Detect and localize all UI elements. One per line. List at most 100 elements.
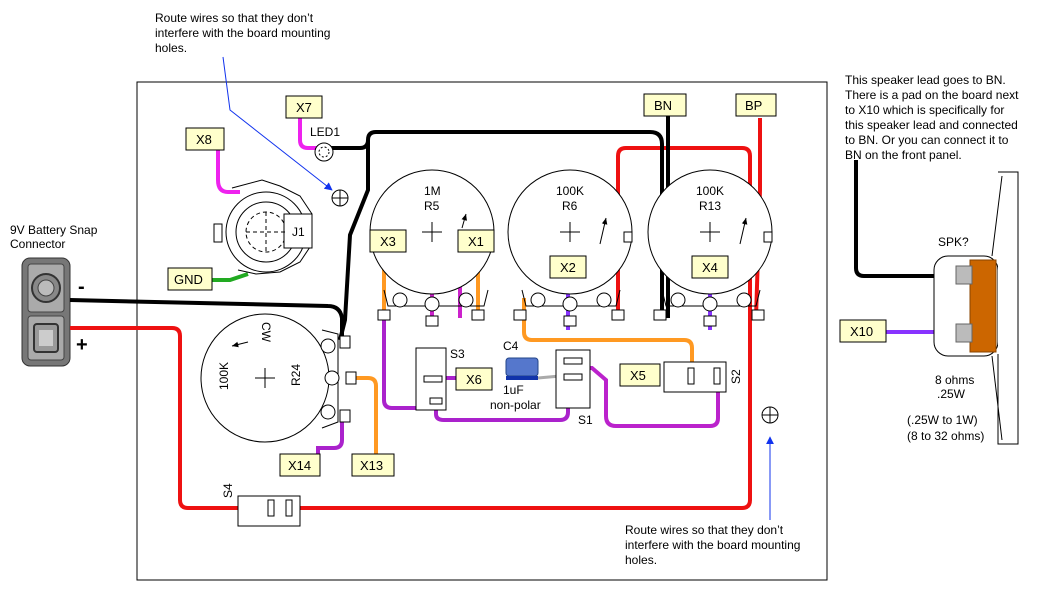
tag-x6-text: X6 [466, 372, 482, 387]
tag-x4: X4 [691, 255, 729, 279]
speaker: SPK? 8 ohms .25W (.25W to 1W) (8 to 32 o… [907, 171, 1019, 445]
tag-x4-text: X4 [702, 260, 718, 275]
speaker-line-2: .25W [937, 387, 966, 401]
tag-x7: X7 [285, 95, 323, 119]
r13-name: R13 [699, 199, 721, 213]
pot-r5: 1M R5 [369, 169, 495, 327]
tag-x14: X14 [279, 453, 321, 477]
mounting-hole-top [331, 189, 349, 207]
speaker-note-line-5: to BN. Or you can connect it to [845, 133, 1009, 147]
switch-s4: S4 [221, 483, 301, 527]
battery-title-line-2: Connector [10, 237, 65, 251]
tag-bn: BN [643, 93, 687, 117]
wire-red-main [70, 326, 282, 510]
top-note: Route wires so that they don’t interfere… [155, 11, 330, 55]
wire-purple-s2-s1 [578, 366, 720, 428]
switch-s1: S1 [555, 349, 593, 427]
r13-value: 100K [696, 184, 724, 198]
tag-x1-text: X1 [468, 234, 484, 249]
wire-purple-s3-s1 [434, 364, 570, 422]
speaker-note-line-6: BN on the front panel. [845, 148, 962, 162]
pot-r24: 100K R24 CW [200, 313, 357, 443]
tag-x10: X10 [839, 319, 887, 343]
c4-name: C4 [503, 339, 519, 353]
tag-x3: X3 [369, 229, 407, 253]
top-note-arrow [222, 56, 333, 191]
top-note-line-3: holes. [155, 41, 187, 55]
s2-label: S2 [729, 369, 743, 384]
tag-x5: X5 [619, 363, 661, 387]
s3-label: S3 [450, 347, 465, 361]
wire-magenta-x7 [298, 118, 326, 150]
wire-magenta-x8 [216, 150, 240, 194]
tag-x13-text: X13 [360, 458, 383, 473]
led1: LED1 [310, 125, 340, 162]
jack-j1: J1 [213, 179, 313, 275]
switch-s3: S3 [415, 347, 465, 411]
tag-gnd-text: GND [174, 272, 203, 287]
tag-x7-text: X7 [296, 100, 312, 115]
switch-s2: S2 [663, 361, 743, 393]
tag-x14-text: X14 [288, 458, 311, 473]
speaker-note-line-4: this speaker lead and connected [845, 118, 1018, 132]
tag-x1: X1 [457, 229, 495, 253]
r6-name: R6 [562, 199, 578, 213]
tag-x5-text: X5 [630, 368, 646, 383]
tag-x2-text: X2 [560, 260, 576, 275]
r24-value: 100K [217, 362, 231, 390]
wire-red-bp [754, 118, 762, 319]
capacitor-c4: C4 1uF non-polar [490, 339, 541, 412]
r5-value: 1M [424, 184, 441, 198]
pot-r13: 100K R13 [647, 169, 773, 327]
tag-x8: X8 [185, 127, 225, 151]
top-note-line-2: interfere with the board mounting [155, 26, 330, 40]
battery-minus-sign: - [78, 276, 85, 298]
led1-label: LED1 [310, 125, 340, 139]
tag-x2: X2 [549, 255, 587, 279]
tag-bp: BP [735, 93, 777, 117]
speaker-line-5: (8 to 32 ohms) [907, 429, 984, 443]
tag-x3-text: X3 [380, 234, 396, 249]
c4-value: 1uF [503, 383, 524, 397]
bottom-note-line-1: Route wires so that they don’t [625, 523, 784, 537]
wire-red-loop [272, 146, 752, 510]
tag-x8-text: X8 [196, 132, 212, 147]
tag-x10-text: X10 [850, 324, 873, 339]
tag-bn-text: BN [654, 98, 672, 113]
wire-green-gnd [212, 272, 249, 282]
wire-black-top [328, 130, 664, 318]
wire-orange-c4-s2 [522, 298, 694, 380]
battery-snap: 9V Battery Snap Connector - + [10, 223, 98, 367]
tag-x13: X13 [351, 453, 395, 477]
speaker-line-1: 8 ohms [935, 373, 974, 387]
wire-black-r5 [338, 140, 370, 341]
wire-orange-r24-x13 [356, 376, 378, 456]
speaker-note-line-3: to X10 which is specifically for [845, 103, 1004, 117]
pot-r6: 100K R6 [507, 169, 633, 327]
s1-label: S1 [578, 413, 593, 427]
speaker-line-4: (.25W to 1W) [907, 413, 978, 427]
tag-x6: X6 [455, 367, 493, 391]
bottom-note-line-2: interfere with the board mounting [625, 538, 800, 552]
top-note-line-1: Route wires so that they don’t [155, 11, 314, 25]
battery-plus-sign: + [76, 334, 88, 356]
tag-bp-text: BP [745, 98, 762, 113]
s4-label: S4 [221, 483, 235, 498]
battery-title-line-1: 9V Battery Snap [10, 223, 98, 237]
r24-name: R24 [289, 364, 303, 386]
c4-type: non-polar [490, 398, 541, 412]
tag-gnd: GND [167, 267, 213, 291]
wire-black-ground [69, 298, 344, 338]
bottom-note: Route wires so that they don’t interfere… [625, 523, 800, 567]
r6-value: 100K [556, 184, 584, 198]
r5-name: R5 [424, 199, 440, 213]
speaker-note-line-2: There is a pad on the board next [845, 88, 1019, 102]
speaker-note: This speaker lead goes to BN. There is a… [845, 73, 1019, 162]
bottom-note-line-3: holes. [625, 553, 657, 567]
mounting-hole-bottom [761, 406, 779, 424]
wire-black-speaker [854, 160, 962, 278]
wire-purple-r24 [316, 418, 344, 456]
wire-purple-s3 [382, 318, 436, 410]
r24-cw: CW [259, 322, 273, 343]
